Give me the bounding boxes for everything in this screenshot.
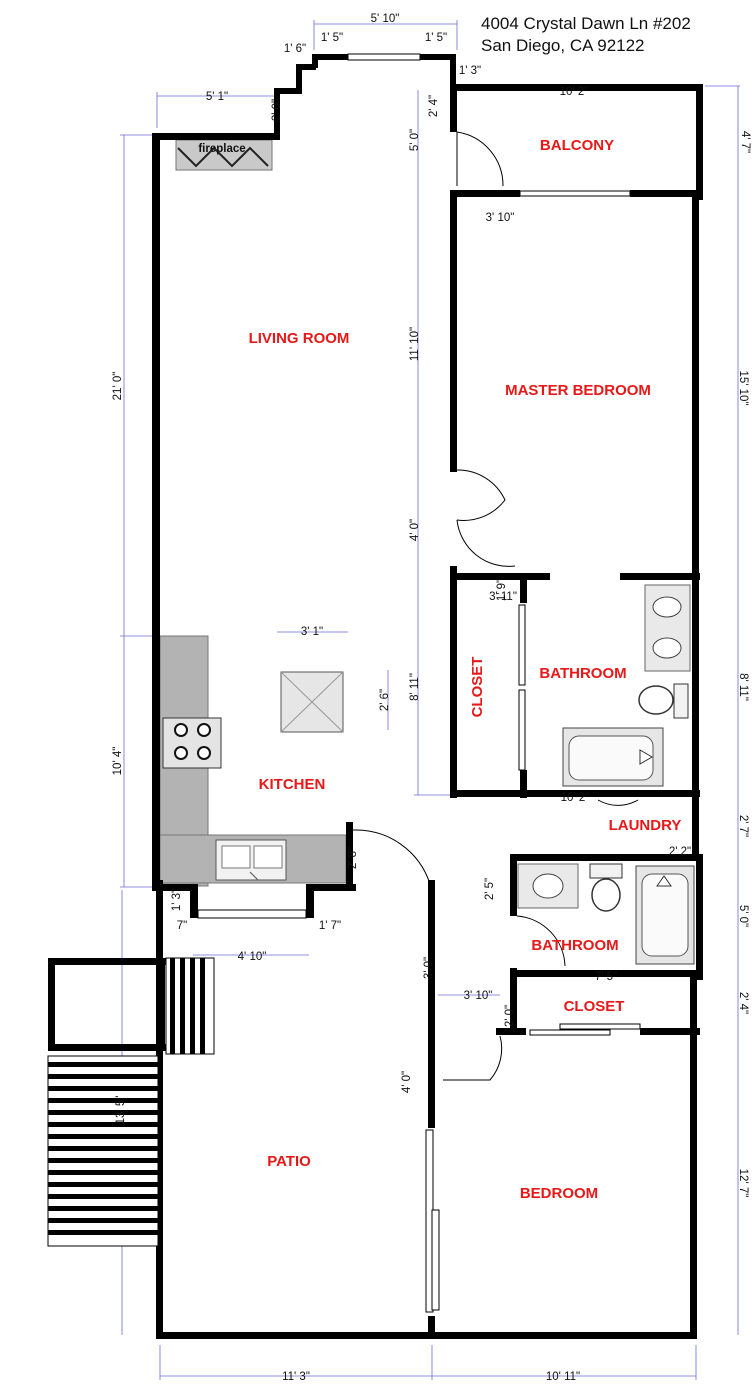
master-bedroom-label: MASTER BEDROOM: [505, 382, 651, 399]
dim-closet2-left: 2' 0": [504, 1005, 516, 1027]
dim-step-2-0: 2' 0": [271, 99, 283, 121]
living-room-label: LIVING ROOM: [249, 330, 350, 347]
toilet-icon: [638, 683, 689, 719]
dim-closet-door: 3' 11": [489, 591, 517, 603]
dim-bath2-vanity: 2' 5": [484, 878, 496, 900]
closet-label: CLOSET: [564, 998, 625, 1015]
double-vanity-icon: [644, 584, 691, 672]
dim-balcony-width: 10' 2": [560, 86, 589, 98]
kitchen-island: [280, 671, 344, 733]
dim-closet-depth: 1' 9": [496, 579, 508, 601]
closet-vertical-label: CLOSET: [469, 657, 486, 718]
fireplace-label: fireplace: [198, 143, 245, 155]
dim-hall-side: 3' 0": [423, 957, 435, 979]
dim-living-left: 21' 0": [112, 372, 124, 401]
bedroom-label: BEDROOM: [520, 1185, 598, 1202]
dim-kitchen-door: 2' 8": [347, 847, 359, 869]
dim-laundry-small: 2' 2": [669, 846, 691, 858]
balcony-label: BALCONY: [540, 137, 614, 154]
dim-balcony-side: 5' 0": [409, 129, 421, 151]
dim-bath-left: 8' 11": [409, 673, 421, 701]
dim-top-left-step: 1' 5": [321, 32, 343, 44]
dim-step-1-6: 1' 6": [284, 43, 306, 55]
sink-icon: [517, 863, 579, 909]
dim-patio-left: 13' 5": [115, 1096, 127, 1125]
dim-patio-width: 11' 3": [282, 1371, 310, 1383]
toilet-2-icon: [589, 863, 623, 912]
address-line-1: 4004 Crystal Dawn Ln #202: [481, 14, 691, 33]
stove-icon: [162, 717, 222, 769]
kitchen-label: KITCHEN: [259, 776, 326, 793]
dim-top-width: 5' 10": [371, 13, 400, 25]
dim-balcony-right: 4' 7": [739, 131, 751, 153]
dim-master-door: 3' 10": [486, 212, 515, 224]
dim-window-right: 1' 7": [319, 920, 341, 932]
dim-master-left: 11' 10": [409, 327, 421, 361]
dim-bath-right: 8' 11": [737, 673, 749, 701]
dim-living-top: 5' 1": [206, 91, 228, 103]
dim-hall-door: 4' 0": [409, 519, 421, 541]
fireplace-icon: [175, 139, 273, 171]
dim-bedroom-door: 4' 0": [401, 1071, 413, 1093]
dim-kitchen-left: 10' 4": [112, 747, 124, 776]
dim-closet2-right: 2' 4": [737, 992, 749, 1014]
master-bathroom-label: BATHROOM: [539, 665, 626, 682]
bathroom-label: BATHROOM: [531, 937, 618, 954]
kitchen-sink-icon: [215, 839, 287, 881]
dim-step-1-3: 1' 3": [459, 65, 481, 77]
dim-laundry-right: 2' 7": [737, 815, 749, 837]
dim-bath-bottom: 10' 2": [561, 792, 590, 804]
dim-bath2-right: 5' 0": [737, 905, 749, 927]
door-swings: [352, 131, 639, 1081]
dim-island-depth: 2' 6": [379, 689, 391, 711]
dim-master-right: 15' 10": [737, 370, 749, 405]
laundry-label: LAUNDRY: [609, 817, 682, 834]
dim-bedroom-width: 10' 11": [546, 1371, 580, 1383]
dim-top-right-step: 1' 5": [425, 32, 447, 44]
dim-hall-width: 3' 10": [464, 990, 493, 1002]
address-line-2: San Diego, CA 92122: [481, 36, 645, 55]
stairs-icon: [47, 957, 215, 1247]
dim-bedroom-right: 12' 7": [737, 1169, 749, 1198]
dim-window-left: 7": [177, 920, 187, 932]
dim-island-width: 3' 1": [301, 626, 323, 638]
dim-window-width: 4' 10": [238, 951, 267, 963]
walls: [48, 53, 703, 1339]
dimension-labels: 5' 10" 1' 5" 1' 5" 1' 6" 1' 3" 5' 1" 2' …: [112, 13, 751, 1383]
patio-label: PATIO: [267, 1153, 311, 1170]
bathtub-2-icon: [635, 865, 695, 965]
dim-window-small: 1' 3": [171, 889, 183, 911]
dim-balcony-door: 2' 4": [428, 95, 440, 117]
bathtub-icon: [562, 727, 664, 787]
dim-bath2-bottom: 7' 5": [595, 971, 617, 983]
